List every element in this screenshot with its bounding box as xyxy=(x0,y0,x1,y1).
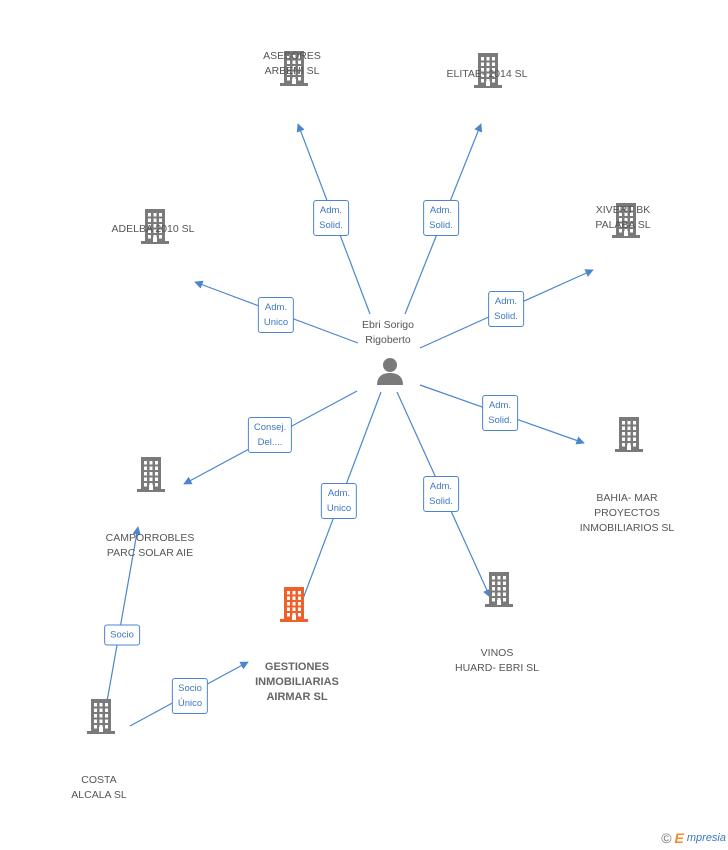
relation-label-adelba[interactable]: Adm. Unico xyxy=(257,297,295,333)
company-name-asesores[interactable]: ASESORES ARBENI SL xyxy=(263,50,321,77)
relation-label-elitae[interactable]: Adm. Solid. xyxy=(423,200,459,236)
building-icon[interactable] xyxy=(140,208,170,244)
empresia-logo-initial: E xyxy=(674,830,684,846)
company-name-elitae[interactable]: ELITAE- 2014 SL xyxy=(446,68,528,80)
building-icon[interactable] xyxy=(279,50,309,86)
company-name-vinos[interactable]: VINOS HUARD- EBRI SL xyxy=(454,647,539,674)
relation-label-costa-camporrobles[interactable]: Socio xyxy=(104,624,140,646)
relation-label-bahia[interactable]: Adm. Solid. xyxy=(482,395,518,431)
relation-label-vinos[interactable]: Adm. Solid. xyxy=(423,476,459,512)
relation-label-camporrobles[interactable]: Consej. Del.... xyxy=(247,417,293,453)
copyright-icon: © xyxy=(661,830,672,846)
relation-label-asesores[interactable]: Adm. Solid. xyxy=(313,200,349,236)
empresia-logo-text: mpresia xyxy=(686,832,726,844)
person-icon[interactable] xyxy=(375,356,405,386)
company-name-camporrobles[interactable]: CAMPORROBLES PARC SOLAR AIE xyxy=(105,532,195,559)
building-icon[interactable] xyxy=(473,52,503,88)
company-name-adelba[interactable]: ADELBA 2010 SL xyxy=(111,223,195,235)
building-icon[interactable] xyxy=(86,698,116,734)
relation-label-xivert[interactable]: Adm. Solid. xyxy=(488,291,524,327)
person-name[interactable]: Ebri Sorigo Rigoberto xyxy=(362,319,414,346)
company-name-gestiones[interactable]: GESTIONES INMOBILIARIAS AIRMAR SL xyxy=(255,661,339,703)
building-icon[interactable] xyxy=(611,202,641,238)
company-name-xivert[interactable]: XIVERT BK PALABA SL xyxy=(595,204,651,231)
building-icon[interactable] xyxy=(484,571,514,607)
relation-label-costa-gestiones[interactable]: Socio Único xyxy=(171,678,209,714)
building-icon[interactable] xyxy=(136,456,166,492)
company-name-costa[interactable]: COSTA ALCALA SL xyxy=(71,774,127,801)
building-icon[interactable] xyxy=(279,586,309,622)
company-name-bahia[interactable]: BAHIA- MAR PROYECTOS INMOBILIARIOS SL xyxy=(579,492,675,534)
relation-label-gestiones[interactable]: Adm. Unico xyxy=(320,483,358,519)
building-icon[interactable] xyxy=(614,416,644,452)
